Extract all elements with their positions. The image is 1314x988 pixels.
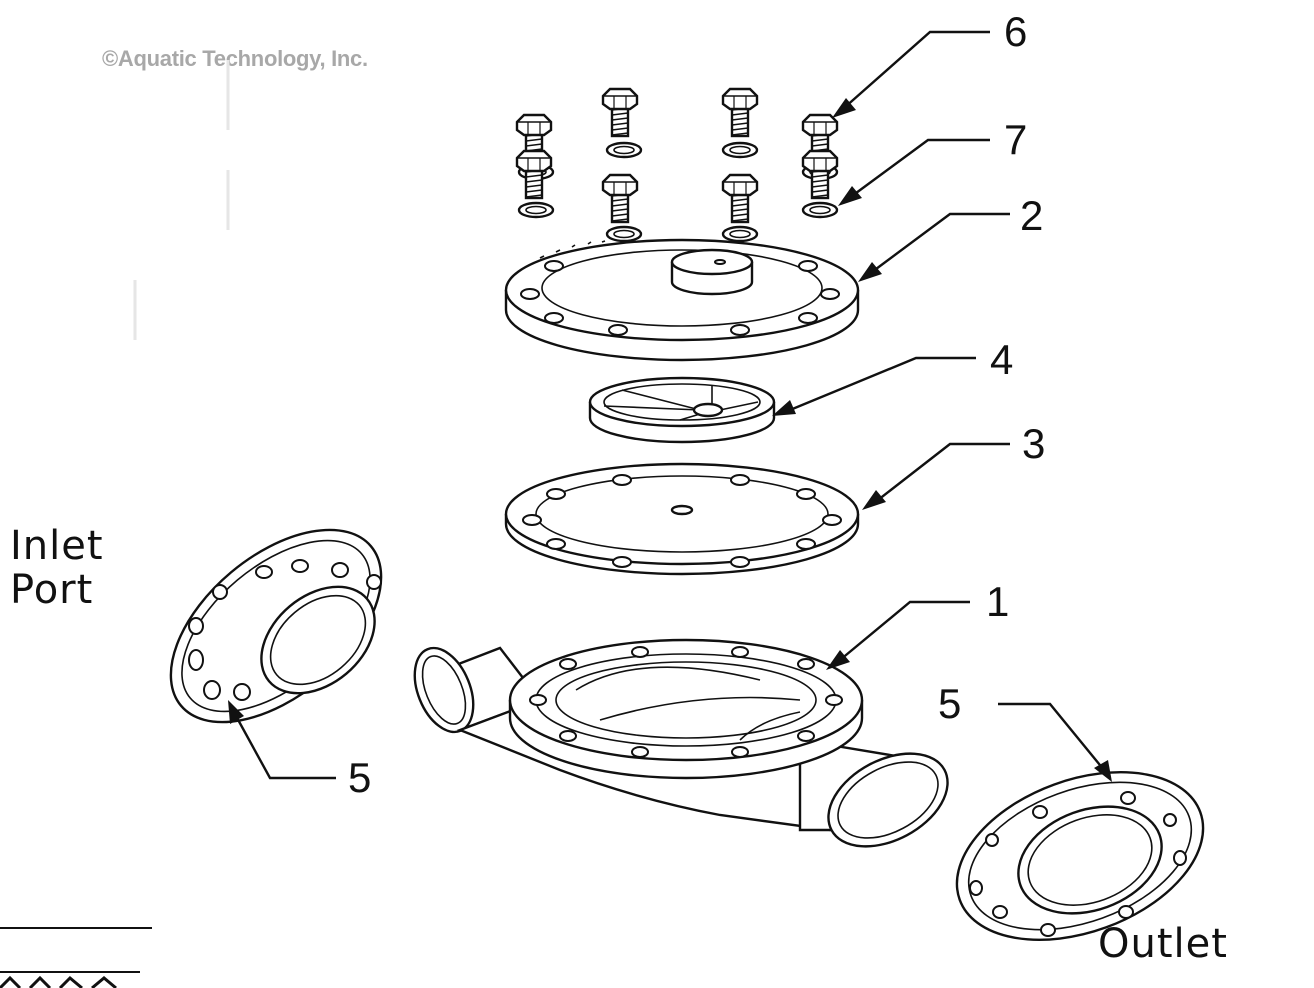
callout-number-5-left: 5 — [348, 754, 371, 801]
inlet-label-line2: Port — [10, 567, 94, 613]
callout-number-1: 1 — [986, 578, 1009, 625]
callout-number-2: 2 — [1020, 192, 1043, 239]
hex-bolt — [601, 173, 639, 224]
hex-bolt — [721, 87, 759, 138]
outlet-label: Outlet — [1098, 921, 1228, 967]
callout-number-7: 7 — [1004, 116, 1027, 163]
valve-body-part-1 — [413, 638, 949, 848]
hex-bolt — [515, 149, 553, 200]
washer — [721, 225, 759, 243]
callout-leaders — [228, 30, 1112, 782]
background-artifacts — [133, 60, 230, 340]
callout-number-4: 4 — [990, 336, 1013, 383]
bottom-left-rules — [0, 927, 152, 988]
callout-number-3: 3 — [1022, 420, 1045, 467]
gasket-part-3 — [504, 462, 860, 576]
hex-bolt — [721, 173, 759, 224]
copyright-notice: ©Aquatic Technology, Inc. — [102, 46, 368, 71]
washer — [801, 201, 839, 219]
bolts-and-washers — [515, 87, 839, 243]
inlet-port-label: Inlet Port — [10, 524, 104, 612]
hex-bolt — [601, 87, 639, 138]
washer — [605, 141, 643, 159]
callout-number-5-right: 5 — [938, 680, 961, 727]
cover-flange-part-2 — [504, 238, 860, 362]
inlet-union-part-5 — [169, 528, 383, 724]
callout-number-6: 6 — [1004, 8, 1027, 55]
hex-bolt — [801, 149, 839, 200]
diffuser-disc-part-4 — [588, 376, 776, 444]
outlet-union-part-5 — [955, 771, 1205, 941]
washer — [721, 141, 759, 159]
inlet-label-line1: Inlet — [10, 523, 104, 569]
washer — [517, 201, 555, 219]
washer — [605, 225, 643, 243]
